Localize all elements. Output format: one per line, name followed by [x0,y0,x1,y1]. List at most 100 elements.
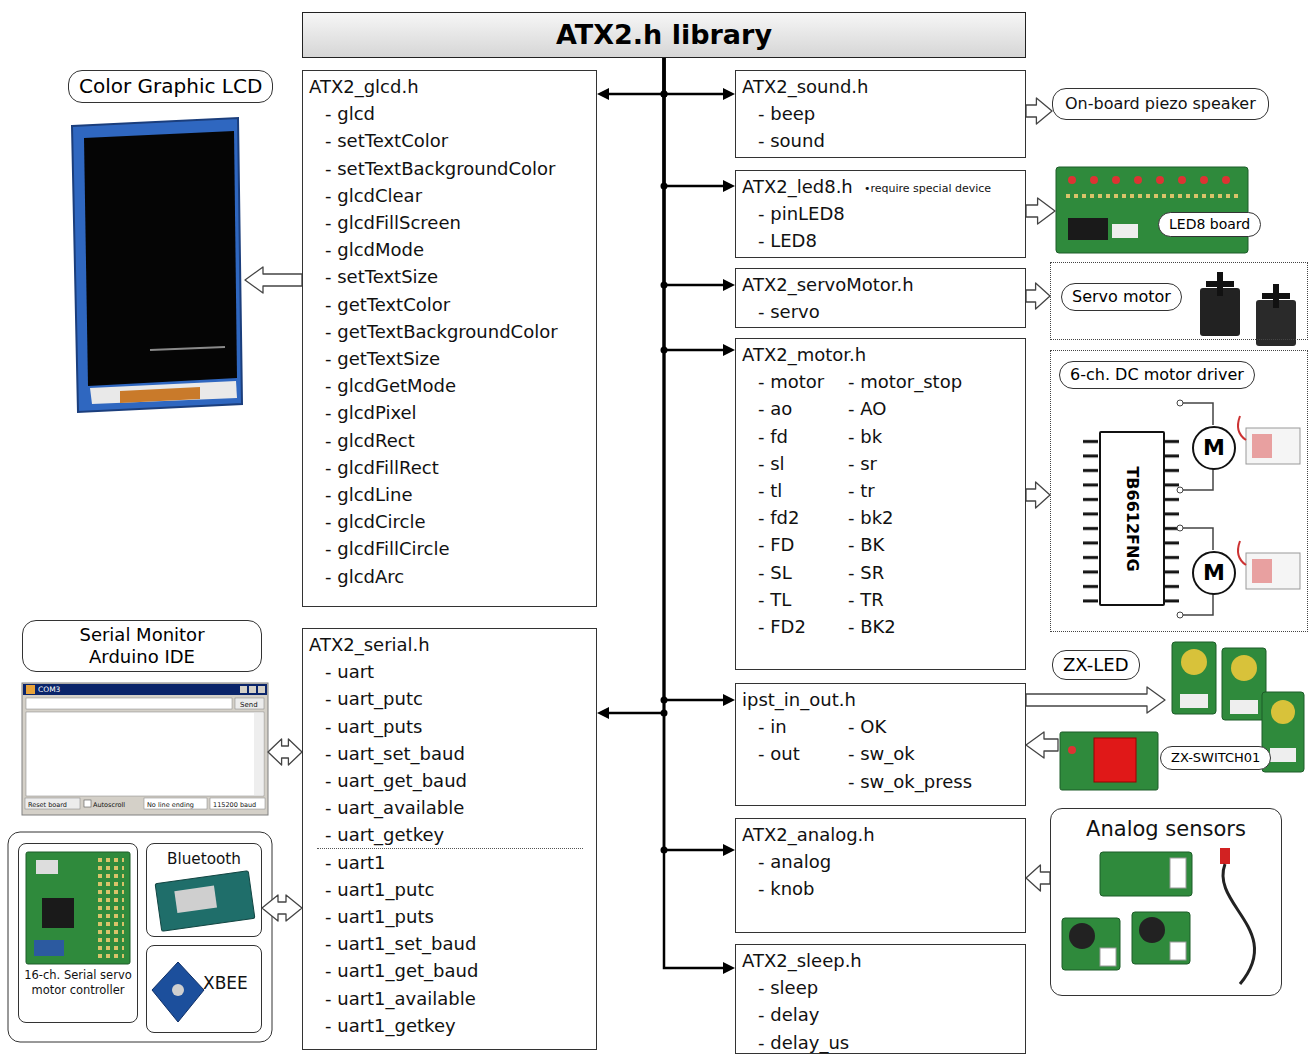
function-name: - AO [848,397,886,421]
function-name: - setTextBackgroundColor [325,157,556,181]
bluetooth-module [174,886,217,913]
analog-sensor-illustrations [1223,864,1255,984]
analog-sensor-illustrations [1170,858,1186,888]
serial-monitor-window [144,798,207,809]
connector [1026,732,1058,758]
motor-wires [1177,400,1183,406]
connector [661,58,736,291]
bluetooth-module [155,871,255,932]
function-name: - uart1_available [325,987,476,1011]
device-box: 16-ch. Serial servo motor controller [18,843,138,1023]
hollow-arrow [1026,283,1050,309]
library-name: ATX2_led8.h [742,175,853,199]
hollow-arrow [1026,482,1050,508]
arrowhead [723,279,735,291]
device-label: 16-ch. Serial servo motor controller [19,968,137,998]
analog-sensor-illustrations [1170,942,1186,960]
serial-monitor-window [22,683,268,815]
serial-monitor-window [84,800,91,807]
function-name: - glcdMode [325,238,424,262]
servo-controller-board [26,852,130,964]
function-name: - getTextSize [325,347,440,371]
library-name: ATX2_analog.h [742,823,875,847]
analog-sensor-illustrations [1132,912,1190,964]
function-name: - BK2 [848,615,896,639]
function-name: - uart_available [325,796,464,820]
function-name: - SR [848,561,884,585]
motor-driver-pins [1083,433,1098,603]
analog-sensor-illustrations [1069,923,1095,949]
device-label: XBEE [203,972,248,994]
zx-led-boards [1231,655,1257,681]
device-box: XBEE [146,945,262,1033]
function-name: - knob [758,877,815,901]
function-name: - uart1_set_baud [325,932,476,956]
function-name: - delay [758,1003,819,1027]
bus-line [664,58,723,850]
function-name: - FD2 [758,615,806,639]
function-name: - FD [758,533,794,557]
gear-motor-illustration [1252,434,1272,458]
function-name: - sr [848,452,877,476]
serial-monitor-window [258,686,265,693]
chip-label: TB6612FNG [1122,466,1142,571]
connector [661,58,736,706]
connector [1026,283,1050,309]
led8-board [1066,192,1238,198]
connector [1026,482,1050,508]
function-name: - getTextBackgroundColor [325,320,558,344]
analog-sensor-illustrations [1100,852,1192,896]
motor-symbol: M [1192,551,1236,595]
device-box: Bluetooth [146,843,262,937]
led8-board [1112,176,1120,184]
function-name: - SL [758,561,792,585]
connector [661,58,736,856]
serial-monitor-window [26,712,264,796]
library-box: ipst_in_out.h- in- OK- out- sw_ok- sw_ok… [735,683,1026,806]
connector [1026,198,1055,224]
lcd-device: Color Graphic LCD [60,65,245,415]
analog-sensor-illustrations [1139,917,1165,943]
function-name: - glcdLine [325,483,412,507]
motor-wires [1177,525,1183,531]
serial-monitor-window [249,686,256,693]
zx-switch-board [1068,746,1076,754]
function-name: - uart_getkey [325,823,444,847]
window-ui-text: Reset board [28,800,67,810]
function-name: - tr [848,479,875,503]
gear-motor-illustration [1246,428,1300,464]
bus-device-group-outline [8,832,272,1042]
motor-label: M [1194,553,1234,593]
library-box: ATX2_sound.h- beep- sound [735,70,1026,158]
function-name: - TL [758,588,791,612]
function-name: - servo [758,300,820,324]
function-name: - glcdCircle [325,510,426,534]
servo-controller-board [34,940,64,956]
lcd-illustration [90,381,237,404]
function-name: - sl [758,452,785,476]
arrowhead [723,844,735,856]
arrowhead [723,962,735,974]
zx-led-boards [1271,700,1295,724]
serial-monitor-device: Serial Monitor Arduino IDE [22,620,268,816]
device-label: 6-ch. DC motor driver [1059,361,1255,389]
arrowhead [723,344,735,356]
lcd-illustration [150,347,225,350]
led8-board [1068,218,1108,240]
led8-board [1068,176,1076,184]
zx-led-boards [1270,748,1296,762]
led8-board [1156,176,1164,184]
library-box: ATX2_analog.h - analog - knob [735,818,1026,933]
library-box: ATX2_serial.h- uart- uart_putc- uart_put… [302,628,597,1050]
analog-sensor-illustrations [1062,918,1120,970]
function-name: - uart_puts [325,715,422,739]
hollow-arrow [1026,687,1165,713]
hollow-arrow [1026,198,1055,224]
connector [1026,865,1050,891]
gear-motor-illustration [1238,416,1300,589]
serial-monitor-window [210,798,265,809]
bus-line [664,58,723,186]
function-name: - analog [758,850,831,874]
library-name: ATX2_sleep.h [742,949,862,973]
